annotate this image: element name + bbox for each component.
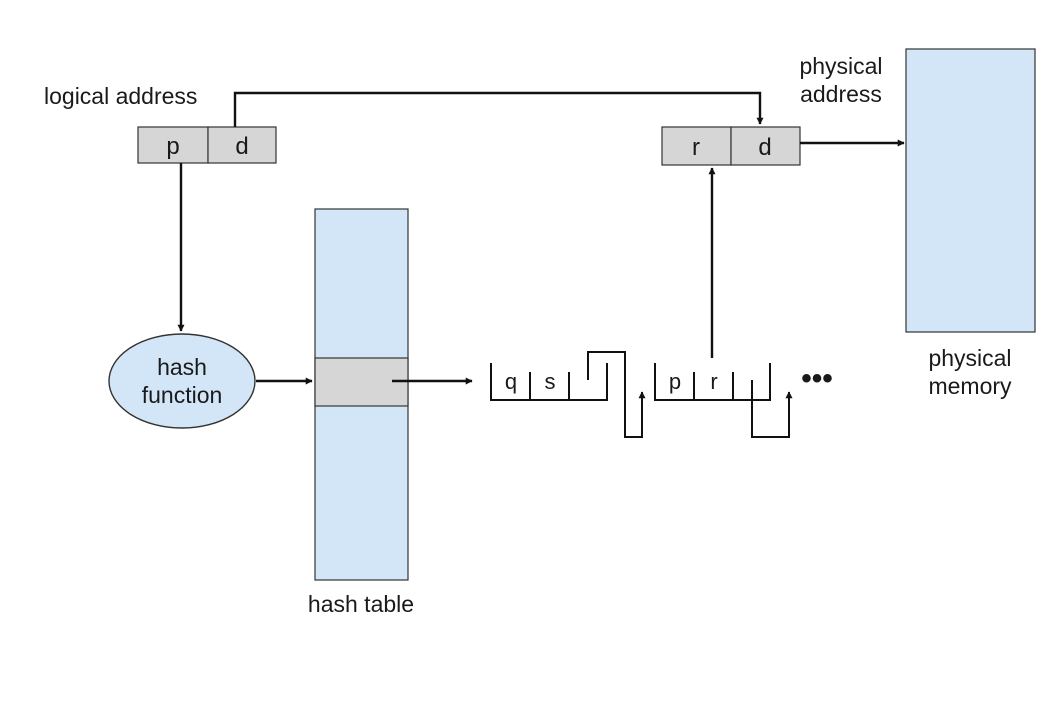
physical-memory-label-line2: memory <box>928 373 1012 399</box>
logical-page-cell <box>137 126 209 164</box>
chain-entry-2: p r <box>654 363 793 438</box>
hash-table <box>314 208 409 581</box>
chain-entry-2-next-pointer <box>751 380 793 438</box>
physical-frame-cell <box>661 126 732 166</box>
hash-function-label-line2: function <box>142 382 223 408</box>
hash-function-ellipse <box>108 333 256 429</box>
hash-function: hash function <box>108 333 256 429</box>
physical-address-register: r d <box>661 126 801 166</box>
logical-page-field: p <box>166 133 179 160</box>
physical-frame-field: r <box>692 134 700 161</box>
physical-offset-field: d <box>758 134 771 161</box>
physical-memory-label-line1: physical <box>928 345 1011 371</box>
logical-address-register: p d <box>137 126 277 164</box>
chain-entry-1-next-pointer <box>587 351 646 438</box>
hash-function-label-line1: hash <box>157 354 207 380</box>
chain-entry-1-page: q <box>505 369 517 394</box>
chain-entry-2-frame: r <box>710 369 717 394</box>
logical-address-label: logical address <box>44 83 197 109</box>
chain-entry-1: q s <box>490 351 646 438</box>
physical-address-label-line2: address <box>800 81 882 107</box>
chain-entry-2-box <box>654 363 771 401</box>
offset-copy-arrow <box>233 91 764 127</box>
hash-table-label: hash table <box>308 591 414 617</box>
chain-continuation: ••• <box>801 362 833 395</box>
logical-offset-cell <box>207 126 277 164</box>
chain-entry-1-box <box>490 363 608 401</box>
logical-offset-field: d <box>235 133 248 160</box>
chain-entry-2-page: p <box>669 369 681 394</box>
physical-memory-block <box>905 48 1036 333</box>
physical-address-label-line1: physical <box>799 53 882 79</box>
chain-entry-1-frame: s <box>545 369 556 394</box>
physical-offset-cell <box>730 126 801 166</box>
